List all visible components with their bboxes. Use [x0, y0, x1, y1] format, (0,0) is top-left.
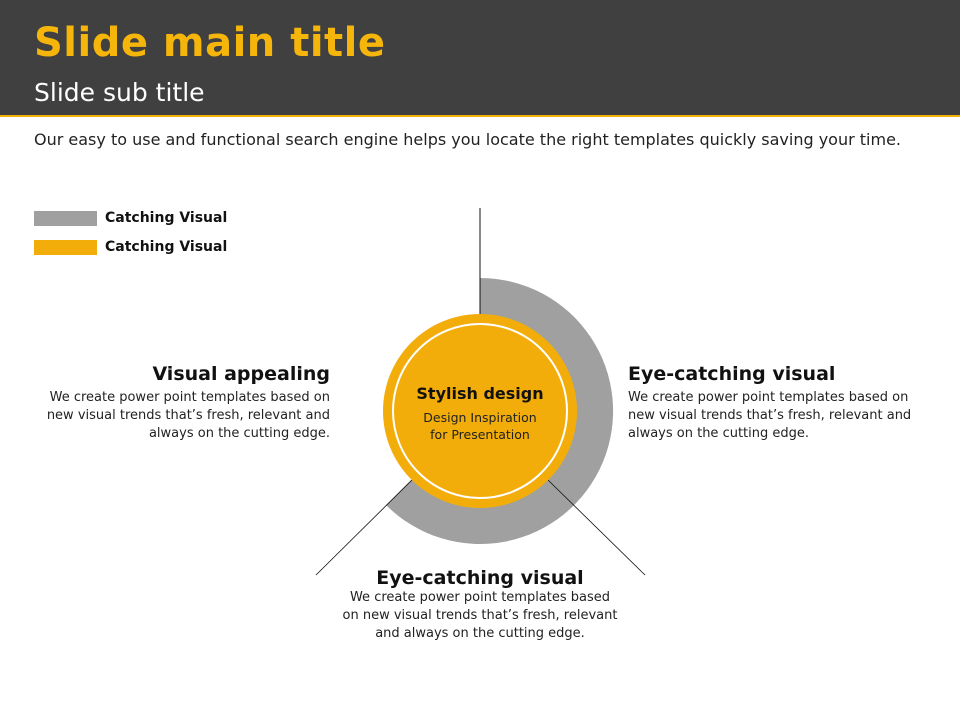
block-title: Eye-catching visual [376, 567, 584, 589]
center-line1: Design Inspiration [423, 410, 537, 425]
connector-right [547, 479, 646, 576]
legend-item-gray: Catching Visual [34, 210, 227, 226]
connector-left [315, 479, 413, 576]
legend-label: Catching Visual [105, 210, 228, 226]
block-right: Eye-catching visual We create power poin… [628, 363, 928, 443]
block-text: We create power point templates based on… [342, 590, 618, 641]
legend-swatch-yellow [34, 239, 97, 255]
block-left: Visual appealing We create power point t… [30, 363, 330, 443]
center-title: Stylish design [416, 384, 544, 403]
center-label: Stylish design Design Inspiration for Pr… [400, 384, 560, 443]
center-circle [383, 314, 577, 508]
legend-swatch-gray [34, 210, 97, 226]
block-title: Visual appealing [152, 363, 330, 385]
center-line2: for Presentation [430, 427, 530, 442]
block-bottom: Eye-catching visual We create power poin… [340, 567, 620, 643]
center-inner-ring [392, 323, 568, 499]
slide-title: Slide main title [34, 20, 386, 66]
legend-item-yellow: Catching Visual [34, 239, 227, 255]
slide-subtitle: Slide sub title [34, 78, 205, 107]
legend-label: Catching Visual [105, 239, 228, 255]
header-bar: Slide main title Slide sub title [0, 0, 960, 117]
intro-text: Our easy to use and functional search en… [34, 130, 902, 149]
block-text: We create power point templates based on… [46, 390, 330, 441]
block-text: We create power point templates based on… [628, 390, 912, 441]
block-title: Eye-catching visual [628, 363, 836, 385]
